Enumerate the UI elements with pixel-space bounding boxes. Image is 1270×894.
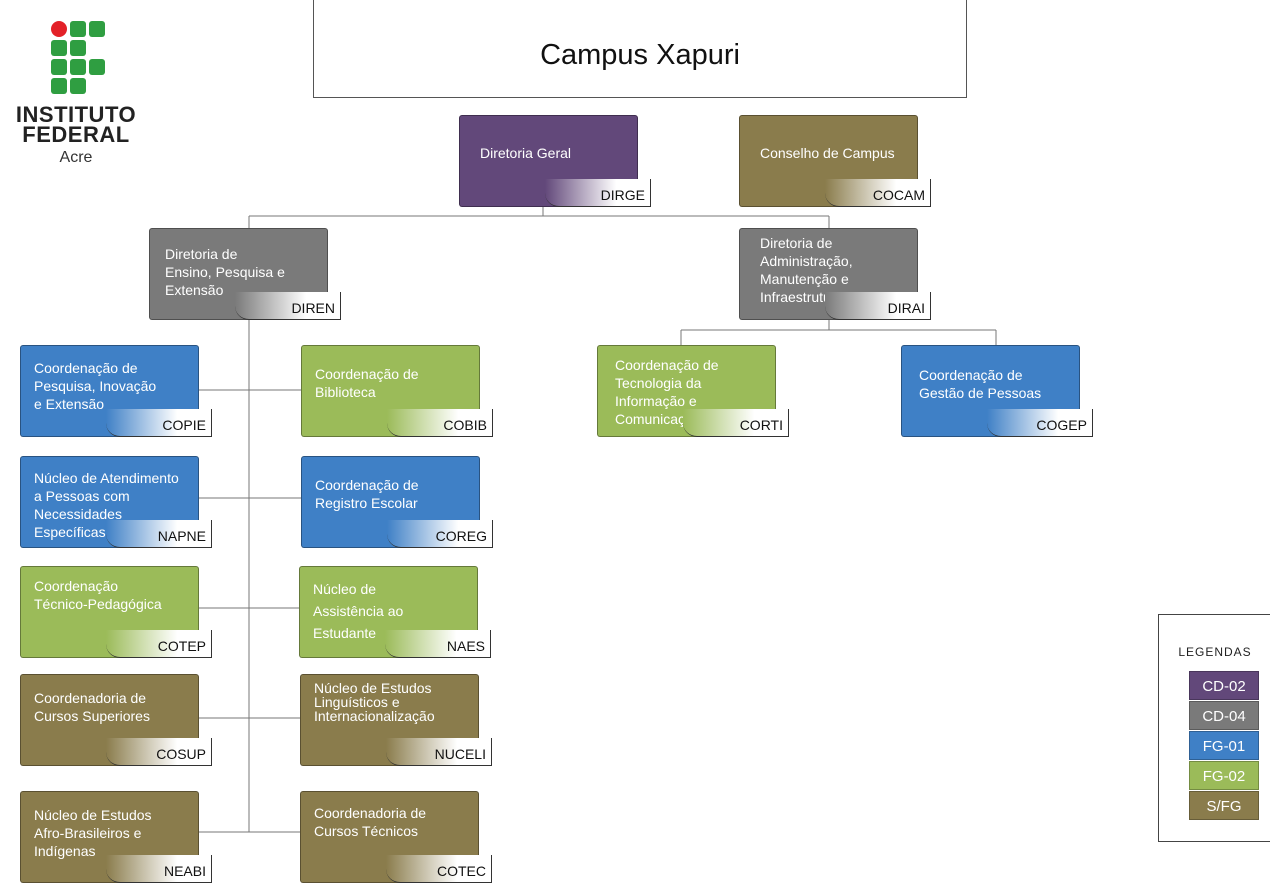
logo-text-instituto: INSTITUTO (15, 102, 137, 127)
legend-item-cd02: CD-02 (1189, 671, 1259, 700)
node-dirai: Diretoria de Administração, Manutenção e… (739, 228, 931, 320)
node-code: COTEC (386, 855, 492, 883)
logo-red-circle (51, 21, 67, 37)
node-label: Núcleo de Atendimento a Pessoas com Nece… (34, 470, 179, 540)
node-code: NAPNE (106, 520, 212, 548)
node-code: DIRGE (545, 179, 651, 207)
node-nuceli: Núcleo de Estudos Linguísticos e Interna… (300, 674, 492, 766)
node-coreg: Coordenação de Registro Escolar COREG (301, 456, 493, 548)
node-cotep: Coordenação Técnico-Pedagógica COTEP (20, 566, 212, 658)
node-label: Conselho de Campus (760, 145, 895, 161)
node-cotec: Coordenadoria de Cursos Técnicos COTEC (300, 791, 492, 883)
node-neabi: Núcleo de Estudos Afro-Brasileiros e Ind… (20, 791, 212, 883)
node-label: Coordenação Técnico-Pedagógica (34, 578, 162, 612)
node-code: COBIB (387, 409, 493, 437)
node-code: NEABI (106, 855, 212, 883)
node-label: Núcleo de Estudos Linguísticos e Interna… (314, 680, 435, 724)
node-code: CORTI (683, 409, 789, 437)
node-label: Coordenação de Tecnologia da Informação … (615, 357, 719, 427)
node-dirge: Diretoria Geral DIRGE (459, 115, 651, 207)
logo-square (70, 21, 86, 37)
logo-square (51, 40, 67, 56)
node-code: COREG (387, 520, 493, 548)
node-code: DIREN (235, 292, 341, 320)
node-code: COTEP (106, 630, 212, 658)
node-label: Coordenação de Registro Escolar (315, 477, 419, 511)
node-label: Núcleo de Estudos Afro-Brasileiros e Ind… (34, 807, 152, 859)
institute-logo: INSTITUTO FEDERAL Acre (14, 18, 140, 168)
logo-text-acre: Acre (59, 149, 93, 166)
node-diren: Diretoria de Ensino, Pesquisa e Extensão… (149, 228, 341, 320)
legend-item-fg01: FG-01 (1189, 731, 1259, 760)
logo-square (70, 78, 86, 94)
logo-square (70, 40, 86, 56)
logo-text-federal: FEDERAL (22, 122, 130, 147)
legend-box: LEGENDAS CD-02 CD-04 FG-01 FG-02 S/FG (1158, 614, 1270, 842)
campus-title-box: Campus Xapuri (313, 0, 967, 98)
node-code: DIRAI (825, 292, 931, 320)
node-code: COCAM (825, 179, 931, 207)
node-code: NUCELI (386, 738, 492, 766)
node-code: NAES (385, 630, 491, 658)
campus-title: Campus Xapuri (540, 38, 740, 71)
node-naes: Núcleo de Assistência ao Estudante NAES (299, 566, 491, 658)
node-copie: Coordenação de Pesquisa, Inovação e Exte… (20, 345, 212, 437)
legend-item-cd04: CD-04 (1189, 701, 1259, 730)
node-label: Coordenação de Pesquisa, Inovação e Exte… (34, 360, 157, 412)
legend-title: LEGENDAS (1178, 645, 1252, 659)
node-cosup: Coordenadoria de Cursos Superiores COSUP (20, 674, 212, 766)
node-label: Diretoria de Administração, Manutenção e… (760, 235, 853, 305)
node-label: Núcleo de Assistência ao Estudante (313, 581, 404, 641)
node-label: Coordenadoria de Cursos Técnicos (314, 805, 427, 839)
node-corti: Coordenação de Tecnologia da Informação … (597, 345, 789, 437)
node-code: COGEP (987, 409, 1093, 437)
node-label: Coordenação de Biblioteca (315, 366, 419, 400)
legend-item-sfg: S/FG (1189, 791, 1259, 820)
logo-square (70, 59, 86, 75)
legend-item-fg02: FG-02 (1189, 761, 1259, 790)
node-label: Diretoria Geral (480, 145, 572, 161)
logo-square (89, 21, 105, 37)
node-napne: Núcleo de Atendimento a Pessoas com Nece… (20, 456, 212, 548)
logo-square (51, 78, 67, 94)
logo-square (89, 59, 105, 75)
node-code: COPIE (106, 409, 212, 437)
node-cobib: Coordenação de Biblioteca COBIB (301, 345, 493, 437)
logo-square (51, 59, 67, 75)
node-cocam: Conselho de Campus COCAM (739, 115, 931, 207)
node-cogep: Coordenação de Gestão de Pessoas COGEP (901, 345, 1093, 437)
node-label: Diretoria de Ensino, Pesquisa e Extensão (165, 246, 285, 298)
node-label: Coordenação de Gestão de Pessoas (919, 367, 1042, 401)
node-code: COSUP (106, 738, 212, 766)
node-label: Coordenadoria de Cursos Superiores (34, 690, 150, 724)
